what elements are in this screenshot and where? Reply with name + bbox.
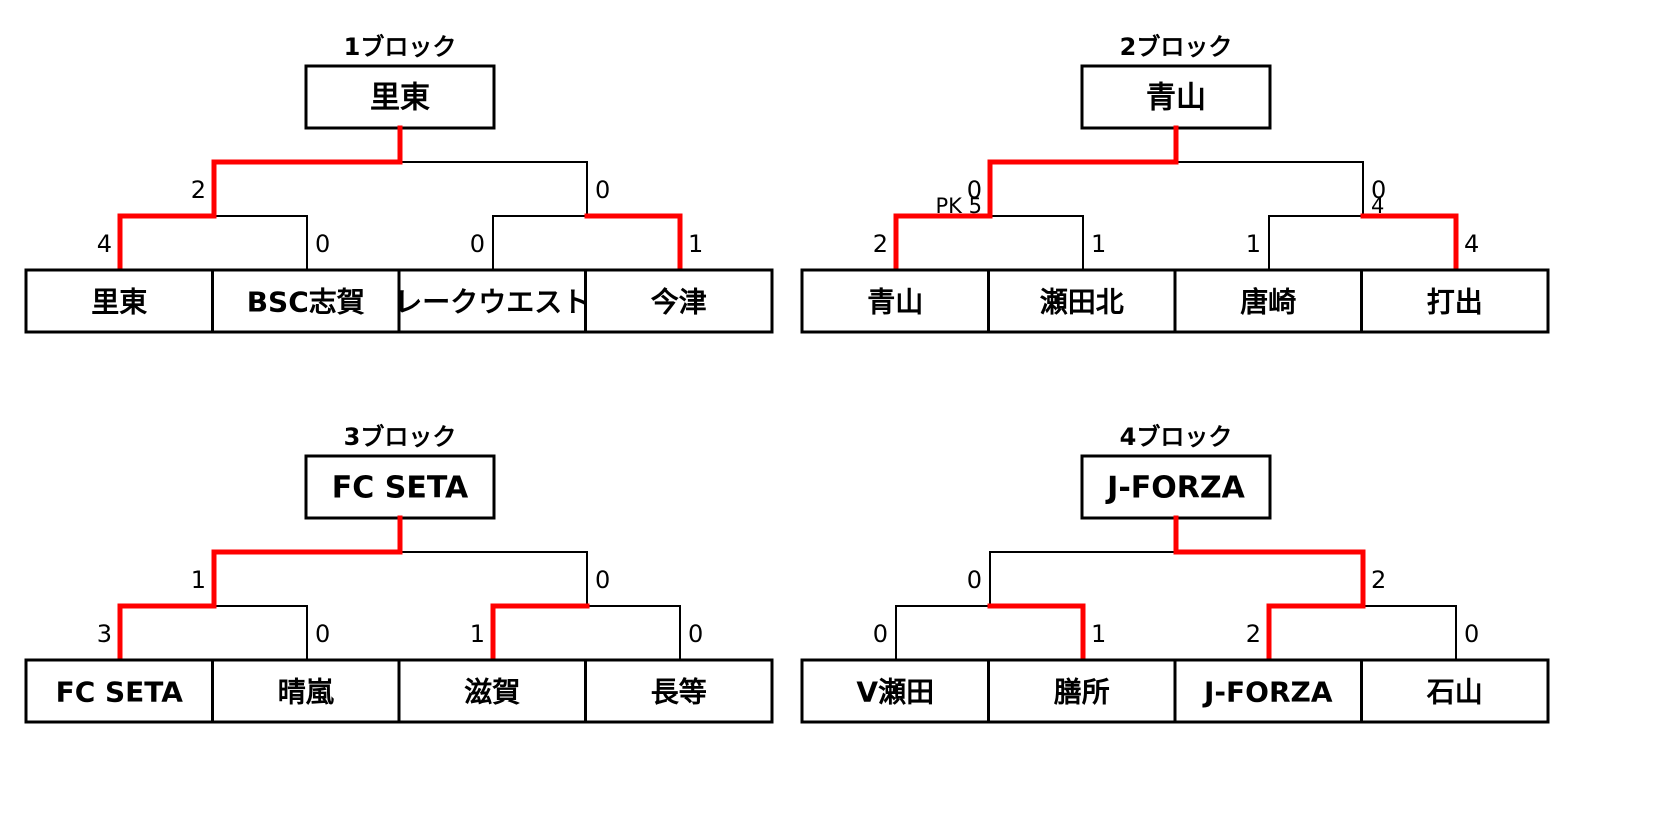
winner-box <box>1080 64 1272 130</box>
team-name: BSC志賀 <box>247 286 365 319</box>
score-label: 0 <box>315 230 330 258</box>
score-label: 0 <box>315 620 330 648</box>
score-label: 1 <box>1091 230 1106 258</box>
team-name: J-FORZA <box>1202 676 1333 709</box>
team-name: 晴嵐 <box>278 676 335 709</box>
team-name: 瀬田北 <box>1040 286 1124 319</box>
score-label: 1 <box>191 566 206 594</box>
bracket-line <box>586 605 681 661</box>
team-name: 滋賀 <box>464 676 520 709</box>
score-label: 2 <box>1246 620 1261 648</box>
winning-path <box>987 125 1179 219</box>
score-label: 2 <box>191 176 206 204</box>
bracket-line <box>1175 161 1364 217</box>
winner-name: FC SETA <box>332 471 469 506</box>
score-label: 1 <box>470 620 485 648</box>
bracket-line <box>213 605 308 661</box>
score-label: 0 <box>688 620 703 648</box>
bracket-line <box>213 215 308 271</box>
score-label: 0 <box>967 566 982 594</box>
score-label: 2 <box>873 230 888 258</box>
bracket-line <box>399 161 588 217</box>
score-label: 3 <box>97 620 112 648</box>
team-name: 膳所 <box>1054 676 1110 709</box>
winner-name: J-FORZA <box>1105 471 1245 506</box>
winning-path <box>490 603 590 663</box>
score-label: 4 <box>97 230 112 258</box>
score-label: 0 <box>1464 620 1479 648</box>
pk-score-label: 4 <box>1371 194 1384 218</box>
pk-score-label: PK 5 <box>936 194 982 218</box>
team-name: V瀬田 <box>856 676 934 709</box>
score-label: 1 <box>688 230 703 258</box>
bracket-line <box>895 605 991 661</box>
block-title: 3ブロック <box>344 423 457 451</box>
winning-path <box>117 213 217 273</box>
team-name: 今津 <box>651 286 707 319</box>
winning-path <box>1266 603 1366 663</box>
winning-path <box>987 603 1086 663</box>
score-label: 2 <box>1371 566 1386 594</box>
winning-path <box>893 213 993 273</box>
team-name: 里東 <box>91 286 147 319</box>
bracket-line <box>492 215 588 271</box>
winning-path <box>211 515 403 609</box>
bracket-line <box>1362 605 1457 661</box>
team-name: 青山 <box>867 286 923 319</box>
winner-box <box>1080 454 1272 520</box>
winner-box <box>304 454 496 520</box>
block-title: 1ブロック <box>344 33 457 61</box>
score-label: 0 <box>967 176 982 204</box>
winning-path <box>117 603 217 663</box>
score-label: 0 <box>595 176 610 204</box>
winner-box <box>304 64 496 130</box>
winning-path <box>211 125 403 219</box>
bracket-block-4: 4ブロック J-FORZA V瀬田 膳所 J-FORZA 石山 0 1 2 0 0 2 <box>800 423 1550 724</box>
score-label: 1 <box>1091 620 1106 648</box>
bracket-block-3: 3ブロック FC SETA FC SETA 晴嵐 滋賀 長等 3 0 1 0 1 0 <box>24 423 774 724</box>
winner-name: 青山 <box>1146 81 1206 116</box>
score-label: 0 <box>595 566 610 594</box>
winning-path <box>1360 213 1459 273</box>
score-label: 1 <box>1246 230 1261 258</box>
score-label: 0 <box>873 620 888 648</box>
team-name: FC SETA <box>56 676 184 709</box>
block-title: 4ブロック <box>1120 423 1233 451</box>
team-name: レークウエスト <box>394 286 590 319</box>
score-label: 0 <box>470 230 485 258</box>
team-name: 唐崎 <box>1240 286 1296 319</box>
bracket-line <box>399 551 588 607</box>
score-label: 4 <box>1464 230 1479 258</box>
team-name: 石山 <box>1426 676 1483 709</box>
bracket-line <box>989 551 1177 607</box>
team-name: 長等 <box>651 676 707 709</box>
score-label: 0 <box>1371 176 1386 204</box>
winner-name: 里東 <box>370 81 430 116</box>
block-title: 2ブロック <box>1120 33 1233 61</box>
winning-path <box>1173 515 1366 609</box>
winning-path <box>584 213 683 273</box>
bracket-line <box>1268 215 1364 271</box>
bracket-line <box>989 215 1084 271</box>
team-name: 打出 <box>1427 286 1483 319</box>
